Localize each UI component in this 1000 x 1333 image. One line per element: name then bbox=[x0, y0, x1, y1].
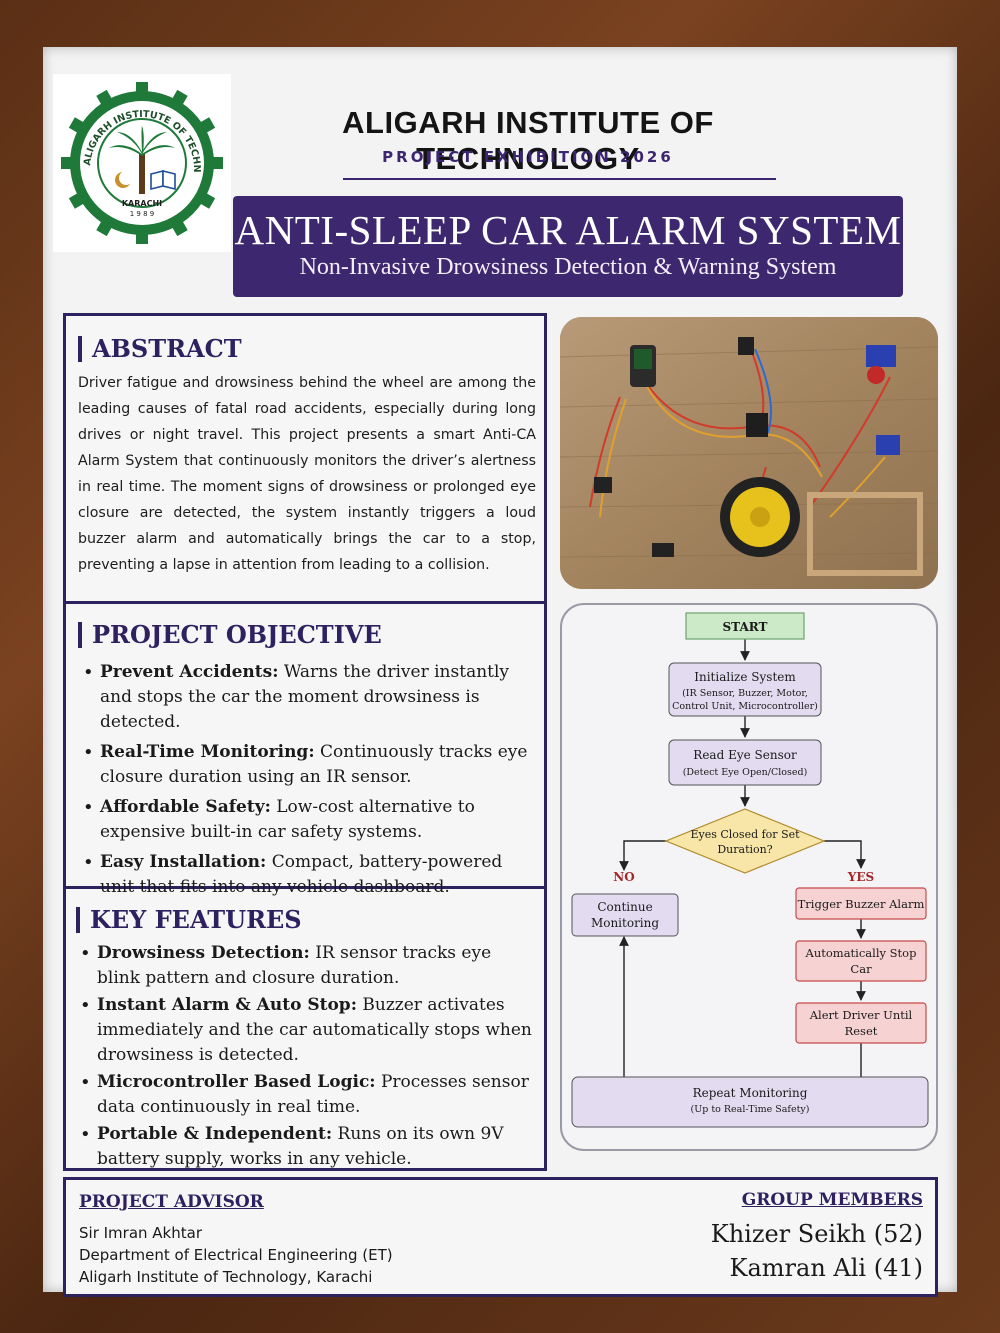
advisor-department: Department of Electrical Engineering (ET… bbox=[79, 1246, 393, 1264]
flow-alert-label: Alert Driver Until bbox=[809, 1008, 913, 1022]
project-title: ANTI-SLEEP CAR ALARM SYSTEM bbox=[234, 207, 902, 253]
logo-city: KARACHI bbox=[122, 199, 162, 208]
credits-panel: PROJECT ADVISOR Sir Imran Akhtar Departm… bbox=[63, 1177, 938, 1297]
list-item: Instant Alarm & Auto Stop: Buzzer activa… bbox=[77, 993, 539, 1068]
abstract-section: ABSTRACT Driver fatigue and drowsiness b… bbox=[66, 316, 544, 604]
flow-read-title: Read Eye Sensor bbox=[693, 748, 797, 762]
flow-repeat-title: Repeat Monitoring bbox=[693, 1086, 808, 1100]
flow-init-detail: (IR Sensor, Buzzer, Motor, bbox=[682, 688, 808, 699]
group-member: Kamran Ali (41) bbox=[729, 1254, 923, 1282]
objective-list: Prevent Accidents: Warns the driver inst… bbox=[80, 660, 530, 905]
list-item: Portable & Independent: Runs on its own … bbox=[77, 1122, 539, 1172]
flow-continue-label: Continue bbox=[597, 900, 652, 914]
flow-decision-label: Eyes Closed for Set bbox=[690, 828, 800, 841]
flow-decision-label: Duration? bbox=[717, 843, 772, 856]
flow-yes-label: YES bbox=[847, 870, 874, 884]
crescent-icon bbox=[115, 171, 133, 188]
flow-stop-label: Automatically Stop bbox=[805, 946, 917, 960]
flow-decision bbox=[664, 808, 826, 874]
flow-stop bbox=[795, 940, 927, 982]
flow-init-detail: Control Unit, Microcontroller) bbox=[672, 701, 818, 712]
project-subtitle: Non-Invasive Drowsiness Detection & Warn… bbox=[299, 254, 837, 280]
book-icon bbox=[150, 169, 176, 191]
group-member: Khizer Seikh (52) bbox=[710, 1220, 923, 1248]
group-heading: GROUP MEMBERS bbox=[741, 1190, 923, 1210]
flow-trigger-label: Trigger Buzzer Alarm bbox=[798, 897, 925, 911]
exhibition-label: PROJECT EXHIBITION 2026 bbox=[382, 148, 674, 166]
list-item: Real-Time Monitoring: Continuously track… bbox=[80, 740, 530, 790]
list-item: Affordable Safety: Low-cost alternative … bbox=[80, 795, 530, 845]
flow-repeat bbox=[571, 1076, 929, 1128]
flow-stop-label: Car bbox=[850, 962, 872, 976]
flow-start bbox=[685, 612, 805, 640]
features-section: KEY FEATURES Drowsiness Detection: IR se… bbox=[66, 889, 544, 1169]
logo-year: 1 9 8 9 bbox=[130, 210, 155, 218]
objective-heading: PROJECT OBJECTIVE bbox=[78, 622, 382, 648]
flow-start-label: START bbox=[723, 620, 768, 634]
list-item: Easy Installation: Compact, battery-powe… bbox=[80, 850, 530, 900]
flow-read-detail: (Detect Eye Open/Closed) bbox=[683, 767, 808, 778]
flow-continue bbox=[571, 893, 679, 937]
header-divider bbox=[343, 178, 776, 180]
features-heading: KEY FEATURES bbox=[76, 907, 302, 933]
abstract-text: Driver fatigue and drowsiness behind the… bbox=[78, 375, 536, 573]
list-item: Drowsiness Detection: IR sensor tracks e… bbox=[77, 941, 539, 991]
list-item: Microcontroller Based Logic: Processes s… bbox=[77, 1070, 539, 1120]
flow-init bbox=[668, 662, 822, 717]
left-column: ABSTRACT Driver fatigue and drowsiness b… bbox=[63, 313, 547, 1171]
advisor-institute: Aligarh Institute of Technology, Karachi bbox=[79, 1268, 373, 1286]
flow-no-label: NO bbox=[613, 870, 634, 884]
palm-tree-icon bbox=[109, 126, 175, 194]
poster: ALIGARH INSTITUTE OF TECHNOLOGY KA bbox=[43, 47, 957, 1297]
institute-logo: ALIGARH INSTITUTE OF TECHNOLOGY KA bbox=[49, 66, 231, 252]
features-list: Drowsiness Detection: IR sensor tracks e… bbox=[77, 941, 539, 1174]
flow-repeat-detail: (Up to Real-Time Safety) bbox=[691, 1104, 810, 1115]
abstract-heading: ABSTRACT bbox=[78, 336, 242, 362]
prototype-photo bbox=[560, 317, 938, 589]
flow-alert-label: Reset bbox=[845, 1024, 878, 1038]
flow-init-title: Initialize System bbox=[694, 670, 796, 684]
objective-section: PROJECT OBJECTIVE Prevent Accidents: War… bbox=[66, 604, 544, 897]
flow-continue-label: Monitoring bbox=[591, 916, 659, 930]
list-item: Prevent Accidents: Warns the driver inst… bbox=[80, 660, 530, 735]
flow-alert bbox=[795, 1002, 927, 1044]
institution-name: ALIGARH INSTITUTE OF TECHNOLOGY bbox=[342, 105, 714, 176]
flowchart-panel: START Initialize System (IR Sensor, Buzz… bbox=[560, 603, 938, 1151]
advisor-heading: PROJECT ADVISOR bbox=[79, 1192, 264, 1212]
title-banner: ANTI-SLEEP CAR ALARM SYSTEM Non-Invasive… bbox=[233, 196, 903, 297]
flow-trigger bbox=[795, 887, 927, 920]
flow-read bbox=[668, 739, 822, 786]
advisor-name: Sir Imran Akhtar bbox=[79, 1224, 202, 1242]
